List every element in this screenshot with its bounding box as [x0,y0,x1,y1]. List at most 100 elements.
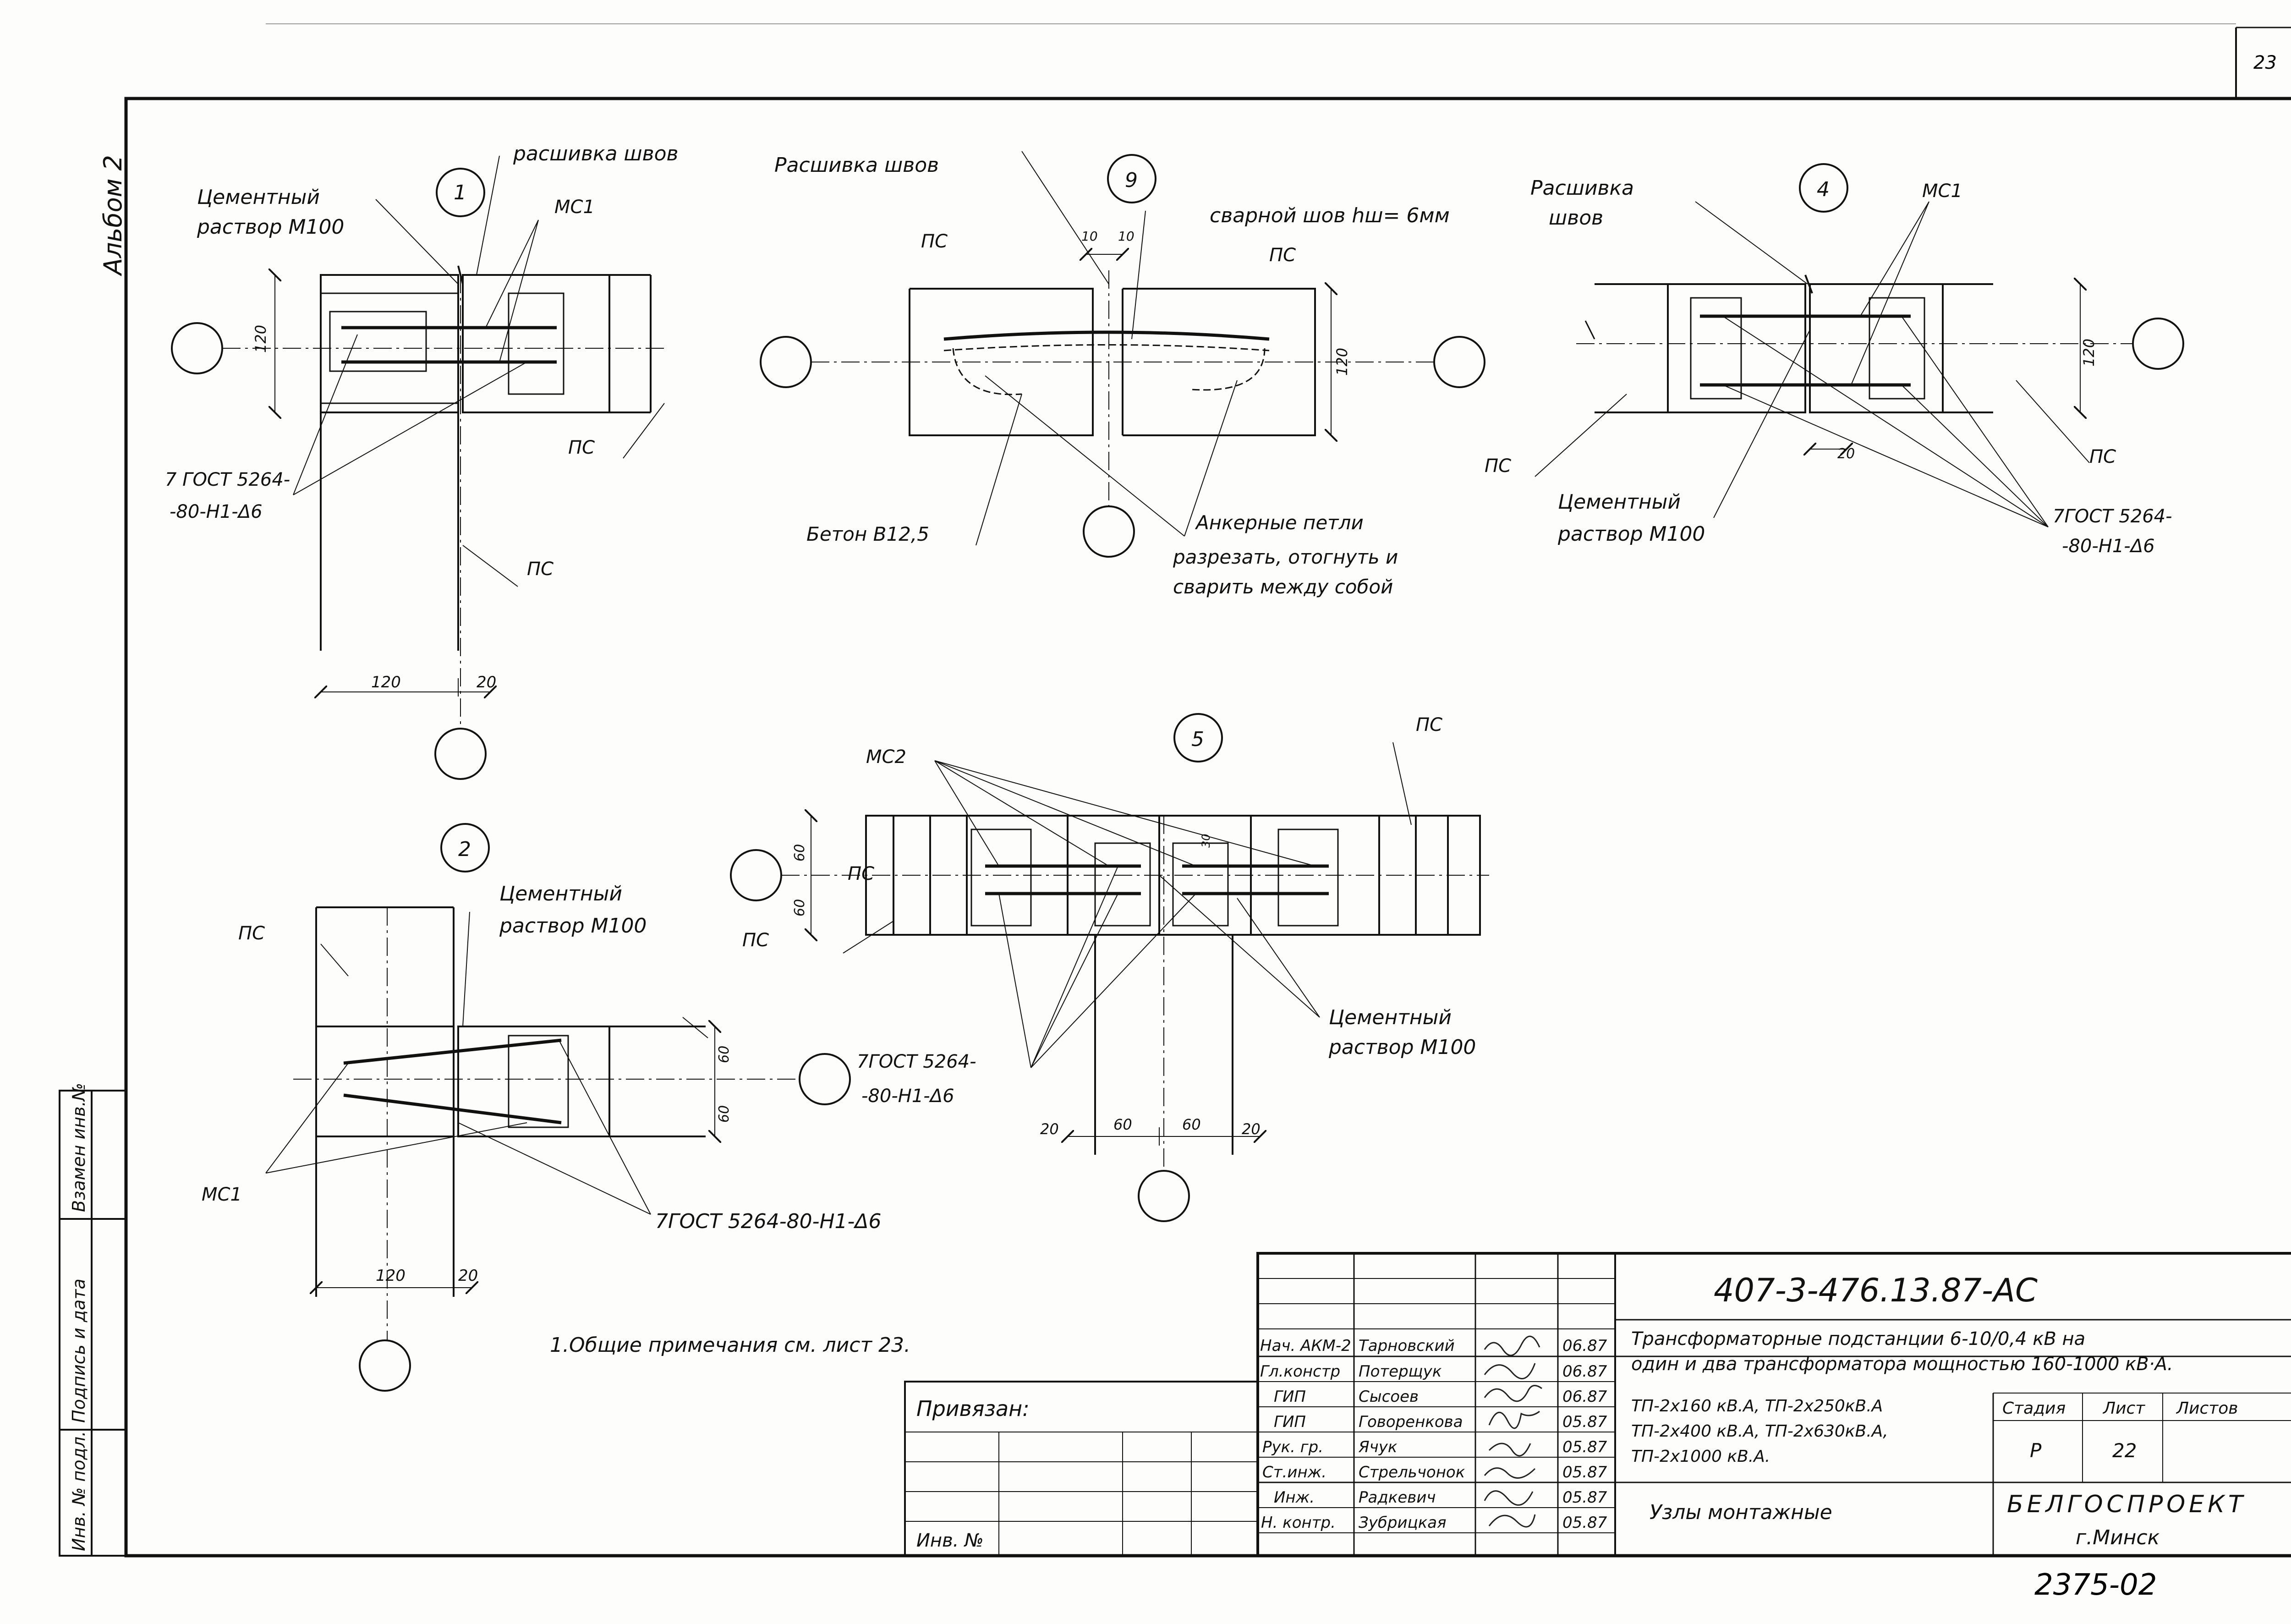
svg-text:Инж.: Инж. [1274,1488,1315,1507]
title-block: 407-3-476.13.87-АС Трансформаторные подс… [904,1252,2291,1557]
svg-text:ПС: ПС [2089,446,2116,467]
svg-text:60: 60 [716,1046,732,1063]
svg-text:ПС: ПС [742,930,769,951]
svg-text:Цементный: Цементный [499,882,622,905]
axis-bubble [2132,318,2184,370]
detail-1-marker [436,168,485,217]
svg-text:Цементный: Цементный [1329,1006,1452,1029]
svg-text:06.87: 06.87 [1562,1388,1607,1406]
axis-bubble [1083,505,1135,558]
svg-text:Цементный: Цементный [1558,490,1681,514]
svg-text:7ГОСТ 5264-: 7ГОСТ 5264- [2053,506,2172,527]
svg-text:сварить между собой: сварить между собой [1173,576,1393,598]
svg-text:раствор М100: раствор М100 [1557,522,1705,546]
signatures [1484,1335,1542,1528]
page-number: 23 [2253,52,2277,73]
organization-city: г.Минск [2076,1526,2160,1549]
svg-text:ГИП: ГИП [1274,1413,1306,1431]
svg-text:расшивка швов: расшивка швов [513,142,678,165]
svg-text:20: 20 [1242,1120,1261,1138]
axis-bubble [1433,336,1485,388]
svg-text:Альбом 2: Альбом 2 [99,155,127,276]
svg-text:ПС: ПС [1269,245,1296,266]
svg-text:раствор М100: раствор М100 [197,215,344,239]
svg-text:разрезать, отогнуть и: разрезать, отогнуть и [1173,546,1398,568]
detail-1-labels: 1 расшивка швов Цементный раствор М100 М… [165,142,678,691]
svg-text:-80-Н1-Δ6: -80-Н1-Δ6 [170,501,263,522]
svg-text:Цементный: Цементный [197,186,320,209]
svg-text:120: 120 [1333,348,1351,376]
svg-text:60: 60 [792,844,808,861]
sheet-frame [124,23,2291,1558]
svg-text:ПС: ПС [238,923,265,944]
side-stamp-replace: Взамен инв.№ [69,1083,89,1212]
sheet-name: Узлы монтажные [1650,1501,1832,1524]
svg-text:05.87: 05.87 [1562,1514,1607,1532]
svg-text:10: 10 [1118,229,1135,244]
svg-text:Ст.инж.: Ст.инж. [1262,1463,1326,1481]
svg-text:Потерщук: Потерщук [1359,1362,1442,1381]
svg-text:120: 120 [2080,339,2098,367]
detail-9-marker [1107,154,1156,203]
svg-text:60: 60 [716,1105,732,1123]
svg-text:сварной шов hш= 6мм: сварной шов hш= 6мм [1210,204,1450,227]
svg-text:05.87: 05.87 [1562,1488,1607,1507]
album-label: Альбом 2 [99,155,127,276]
svg-text:МС1: МС1 [1922,181,1962,202]
detail-4-labels: 4 Расшивка швов МС1 120 20 ПС ПС Цементн… [1485,176,2172,557]
svg-text:МС1: МС1 [554,197,595,218]
svg-text:Тарновский: Тарновский [1359,1337,1455,1355]
svg-text:-80-Н1-Δ6: -80-Н1-Δ6 [861,1086,954,1107]
svg-text:20: 20 [477,673,496,691]
document-code: 407-3-476.13.87-АС [1714,1272,2038,1309]
detail-2-labels: 2 ПС Цементный раствор М100 ПС 60 60 МС1… [202,838,882,1285]
svg-text:1.Общие примечания см. лист 23: 1.Общие примечания см. лист 23. [550,1333,910,1357]
svg-text:20: 20 [1837,446,1855,462]
axis-bubble [434,728,487,780]
detail-9 [760,151,1485,558]
svg-text:7 ГОСТ 5264-: 7 ГОСТ 5264- [165,469,290,490]
svg-text:06.87: 06.87 [1562,1337,1607,1355]
svg-text:05.87: 05.87 [1562,1413,1607,1431]
document-sub-3: ТП-2х1000 кВ.А. [1631,1447,1770,1466]
svg-text:ПС: ПС [568,437,595,458]
sheets-label: Листов [2176,1399,2238,1418]
svg-text:05.87: 05.87 [1562,1463,1607,1481]
svg-text:120: 120 [376,1267,406,1285]
organization: БЕЛГОСПРОЕКТ [2007,1491,2247,1518]
svg-text:Анкерные петли: Анкерные петли [1195,511,1364,534]
svg-text:ПС: ПС [921,231,948,252]
general-notes: 1.Общие примечания см. лист 23. [550,1333,910,1357]
detail-5-labels: 5 МС2 ПС ПС 60 60 30 Цементный раствор М… [792,714,1476,1138]
svg-text:06.87: 06.87 [1562,1362,1607,1381]
side-stamp-inv: Инв. № подл. [69,1431,89,1551]
svg-text:Расшивка: Расшивка [1530,176,1634,200]
svg-text:ГИП: ГИП [1274,1388,1306,1406]
svg-text:60: 60 [1113,1116,1132,1133]
svg-text:60: 60 [1182,1116,1201,1133]
svg-text:120: 120 [252,325,269,353]
svg-text:Гл.констр: Гл.констр [1260,1362,1340,1381]
svg-text:ПС: ПС [1416,714,1442,735]
svg-text:Н. контр.: Н. контр. [1261,1514,1336,1532]
detail-4-marker [1799,163,1848,213]
stage-value: Р [2030,1439,2042,1462]
svg-text:раствор М100: раствор М100 [1328,1036,1476,1059]
svg-text:20: 20 [458,1267,478,1285]
document-title-1: Трансформаторные подстанции 6-10/0,4 кВ … [1631,1328,2085,1350]
axis-bubble [730,849,782,901]
svg-text:МС1: МС1 [202,1184,242,1205]
axis-bubble [1138,1170,1190,1222]
svg-text:ПС: ПС [1485,455,1511,477]
footer-number: 2375-02 [2034,1568,2157,1602]
detail-1-number: 1 [454,181,466,204]
svg-text:60: 60 [792,899,808,916]
axis-bubble [171,322,223,374]
svg-text:Сысоев: Сысоев [1359,1388,1419,1406]
inventory-label: Инв. № [916,1530,984,1551]
axis-bubble [359,1339,411,1392]
detail-1 [171,155,665,780]
detail-2 [265,823,851,1392]
svg-text:-80-Н1-Δ6: -80-Н1-Δ6 [2062,536,2155,557]
